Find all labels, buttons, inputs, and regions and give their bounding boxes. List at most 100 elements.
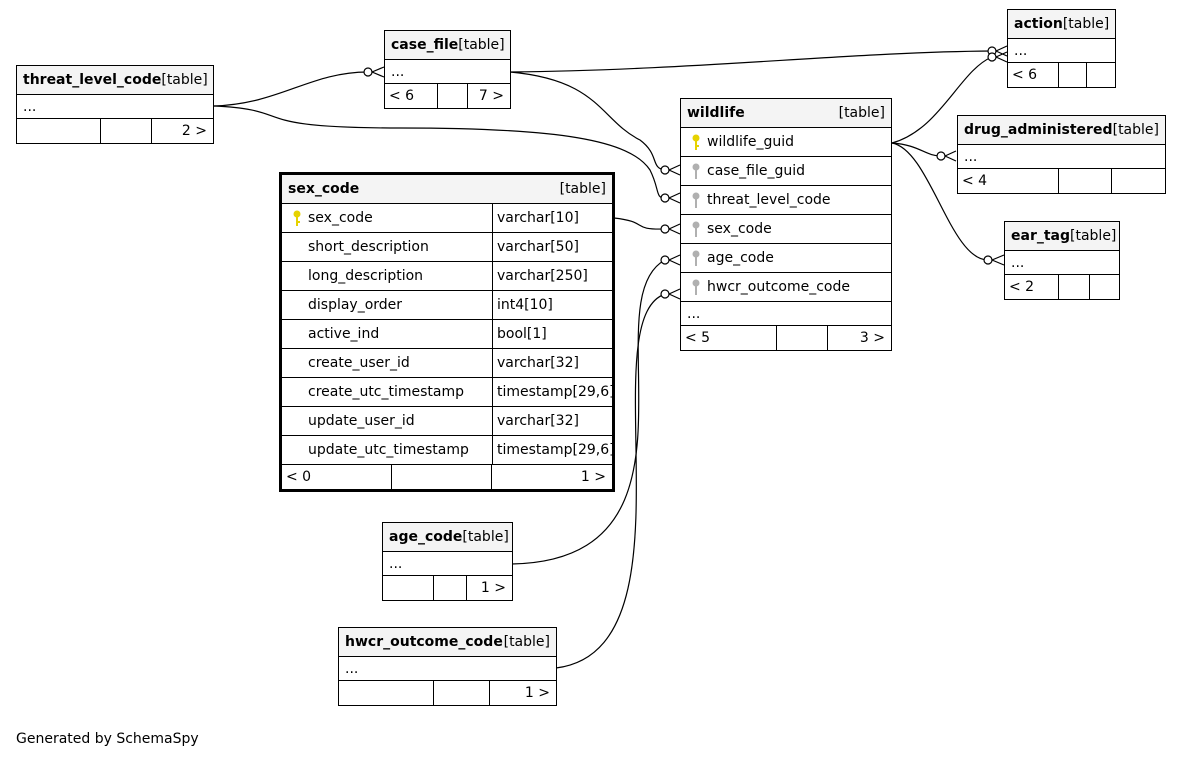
footer-spacer bbox=[777, 326, 828, 350]
edge-sex-wildlife bbox=[613, 217, 666, 230]
footer-children: 1 > bbox=[580, 469, 606, 485]
column-row[interactable]: sex_code bbox=[681, 215, 891, 244]
table-tag: [table] bbox=[1062, 16, 1110, 32]
generator-caption: Generated by SchemaSpy bbox=[16, 731, 199, 747]
column-type: timestamp[29,6] bbox=[492, 378, 615, 406]
column-name: display_order bbox=[308, 297, 403, 313]
ellipsis-row: ... bbox=[1005, 251, 1119, 275]
table-name: case_file bbox=[391, 37, 459, 53]
column-row[interactable]: short_description varchar[50] bbox=[282, 233, 612, 262]
table-name: action bbox=[1014, 16, 1063, 32]
edge-wildlife-action bbox=[891, 56, 993, 144]
table-name: wildlife bbox=[687, 105, 745, 121]
table-header: threat_level_code [table] bbox=[17, 66, 213, 95]
footer-parents bbox=[339, 681, 434, 705]
edge-end-circle bbox=[983, 255, 993, 265]
column-row[interactable]: age_code bbox=[681, 244, 891, 273]
column-row[interactable]: create_user_id varchar[32] bbox=[282, 349, 612, 378]
column-row[interactable]: update_utc_timestamp timestamp[29,6] bbox=[282, 436, 615, 465]
edge-end-circle bbox=[987, 52, 997, 62]
column-name: sex_code bbox=[308, 210, 373, 226]
table-ear-tag[interactable]: ear_tag [table] ... < 2 bbox=[1004, 221, 1120, 300]
table-sex-code[interactable]: sex_code [table] sex_code varchar[10] sh… bbox=[279, 172, 615, 492]
column-type: varchar[32] bbox=[492, 407, 612, 435]
table-header: action [table] bbox=[1008, 10, 1115, 39]
footer-children: 3 > bbox=[859, 330, 885, 346]
column-row[interactable]: hwcr_outcome_code bbox=[681, 273, 891, 302]
table-name: hwcr_outcome_code bbox=[345, 634, 503, 650]
crowfoot bbox=[991, 254, 1005, 266]
column-row[interactable]: threat_level_code bbox=[681, 186, 891, 215]
column-name: hwcr_outcome_code bbox=[707, 279, 850, 295]
footer-spacer bbox=[1059, 63, 1087, 87]
column-type: varchar[250] bbox=[492, 262, 612, 290]
table-hwcr-outcome-code[interactable]: hwcr_outcome_code [table] ... 1 > bbox=[338, 627, 557, 706]
table-age-code[interactable]: age_code [table] ... 1 > bbox=[382, 522, 513, 601]
table-tag: [table] bbox=[838, 105, 885, 121]
primary-key-icon bbox=[692, 134, 700, 150]
crowfoot bbox=[995, 51, 1008, 63]
table-case-file[interactable]: case_file [table] ... < 6 7 > bbox=[384, 30, 511, 109]
column-row[interactable]: sex_code varchar[10] bbox=[282, 204, 612, 233]
footer-parents: < 6 bbox=[385, 84, 438, 108]
footer-children bbox=[1090, 275, 1119, 299]
footer-parents: < 2 bbox=[1005, 275, 1059, 299]
column-type: int4[10] bbox=[492, 291, 612, 319]
primary-key-icon bbox=[293, 210, 301, 226]
edge-hwcr-wildlife bbox=[555, 293, 666, 669]
edge-end-circle bbox=[936, 151, 946, 161]
table-footer: < 6 bbox=[1008, 63, 1115, 87]
column-row[interactable]: case_file_guid bbox=[681, 157, 891, 186]
table-header: drug_administered [table] bbox=[958, 116, 1165, 145]
edge-end-circle bbox=[660, 224, 670, 234]
foreign-key-icon bbox=[692, 221, 700, 237]
table-header: case_file [table] bbox=[385, 31, 510, 60]
column-type: varchar[10] bbox=[492, 204, 612, 232]
table-drug-administered[interactable]: drug_administered [table] ... < 4 bbox=[957, 115, 1166, 194]
edge-end-circle bbox=[660, 193, 670, 203]
table-header: ear_tag [table] bbox=[1005, 222, 1119, 251]
ellipsis-row: ... bbox=[1008, 39, 1115, 63]
footer-children bbox=[1112, 169, 1165, 193]
column-row[interactable]: long_description varchar[250] bbox=[282, 262, 612, 291]
table-wildlife[interactable]: wildlife [table] wildlife_guid case_file… bbox=[680, 98, 892, 351]
foreign-key-icon bbox=[692, 192, 700, 208]
column-name: update_utc_timestamp bbox=[308, 442, 469, 458]
edge-wildlife-drug bbox=[891, 142, 942, 157]
column-cell: age_code bbox=[681, 244, 891, 272]
footer-children: 2 > bbox=[181, 123, 207, 139]
table-tag: [table] bbox=[1070, 228, 1117, 244]
table-action[interactable]: action [table] ... < 6 bbox=[1007, 9, 1116, 88]
column-name: sex_code bbox=[707, 221, 772, 237]
table-footer: < 0 1 > bbox=[282, 465, 612, 489]
footer-children: 1 > bbox=[480, 580, 506, 596]
column-type: timestamp[29,6] bbox=[492, 436, 615, 464]
table-footer: 1 > bbox=[339, 681, 556, 705]
column-row[interactable]: create_utc_timestamp timestamp[29,6] bbox=[282, 378, 615, 407]
ellipsis-row: ... bbox=[385, 60, 510, 84]
footer-parents bbox=[383, 576, 434, 600]
table-footer: < 4 bbox=[958, 169, 1165, 193]
column-cell: wildlife_guid bbox=[681, 128, 891, 156]
column-row[interactable]: active_ind bool[1] bbox=[282, 320, 612, 349]
column-name: active_ind bbox=[308, 326, 380, 342]
column-cell: sex_code bbox=[681, 215, 891, 243]
column-name: wildlife_guid bbox=[707, 134, 794, 150]
table-tag: [table] bbox=[462, 529, 509, 545]
table-header: age_code [table] bbox=[383, 523, 512, 552]
crowfoot bbox=[668, 223, 681, 235]
footer-spacer bbox=[1059, 275, 1090, 299]
table-name: age_code bbox=[389, 529, 463, 545]
table-header: wildlife [table] bbox=[681, 99, 891, 128]
column-row[interactable]: update_user_id varchar[32] bbox=[282, 407, 612, 436]
crowfoot bbox=[668, 192, 681, 204]
table-threat-level-code[interactable]: threat_level_code [table] ... 2 > bbox=[16, 65, 214, 144]
footer-spacer bbox=[438, 84, 468, 108]
column-row[interactable]: wildlife_guid bbox=[681, 128, 891, 157]
crowfoot bbox=[995, 45, 1008, 57]
column-name: age_code bbox=[707, 250, 774, 266]
footer-spacer bbox=[434, 681, 490, 705]
column-row[interactable]: display_order int4[10] bbox=[282, 291, 612, 320]
table-footer: 1 > bbox=[383, 576, 512, 600]
